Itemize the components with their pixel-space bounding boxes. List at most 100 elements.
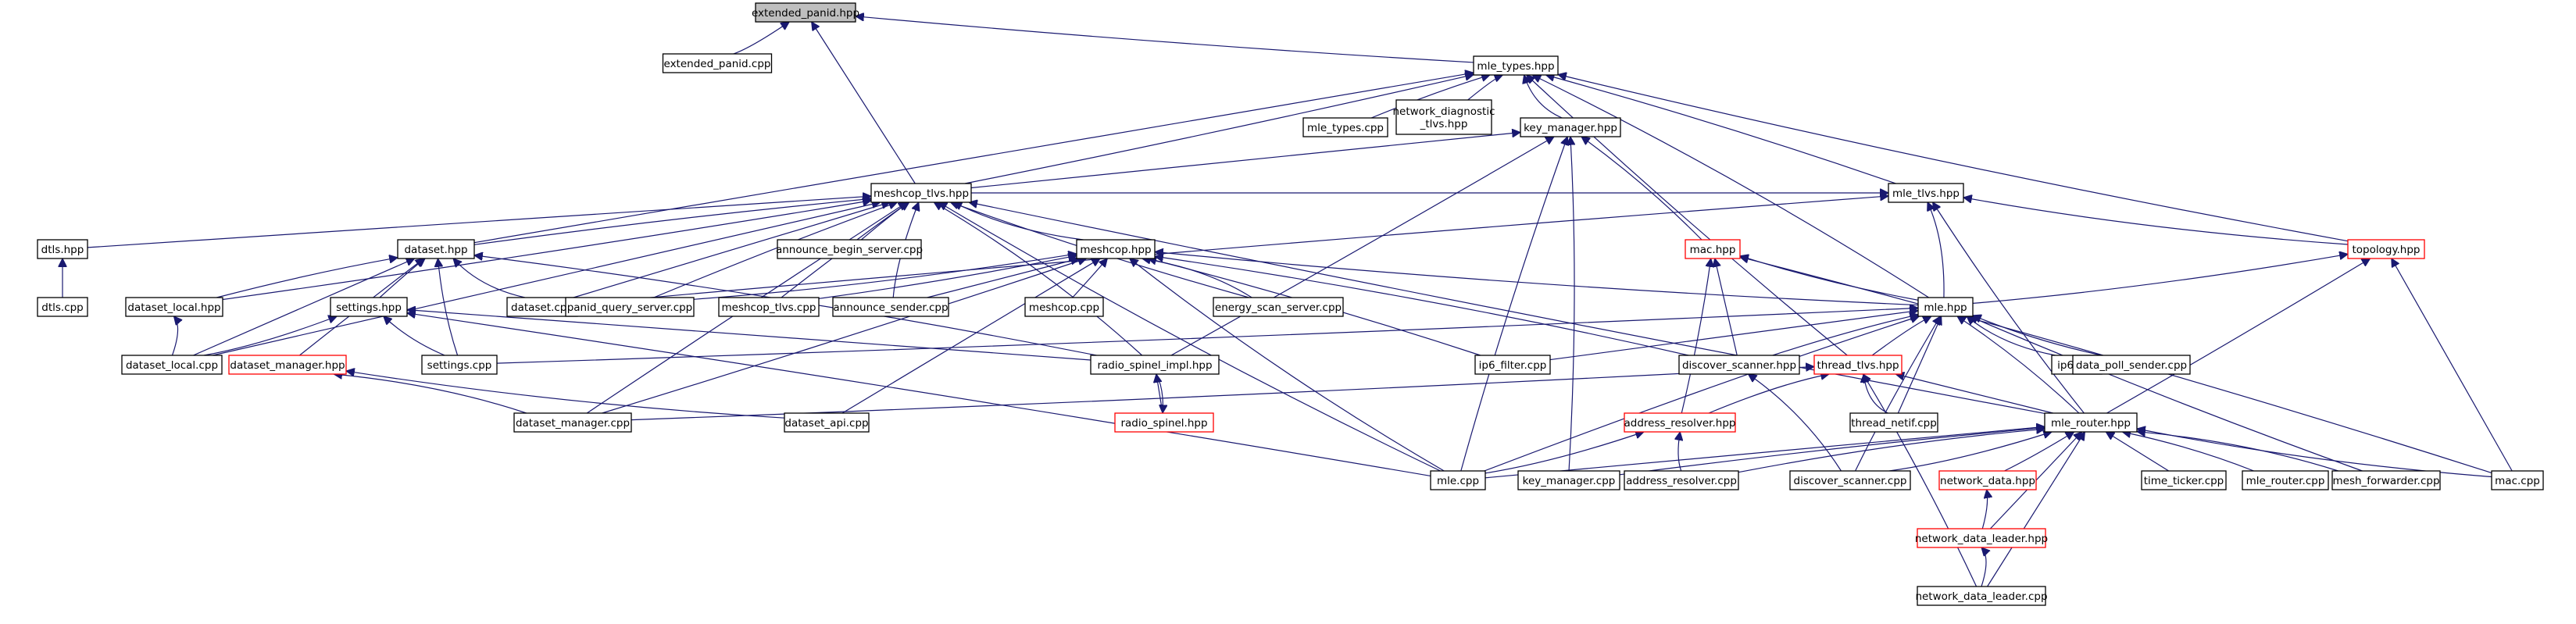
node-address-resolver-hpp[interactable]: address_resolver.hpp — [1624, 412, 1736, 433]
node-label: dtls.hpp — [41, 244, 84, 256]
node-mle-cpp[interactable]: mle.cpp — [1430, 470, 1486, 490]
node-dataset-manager-cpp[interactable]: dataset_manager.cpp — [513, 412, 632, 433]
edge-mle-cpp-includes-meshcop-tlvs-hpp — [938, 202, 1441, 472]
edge-discover-scanner-hpp-includes-mac-hpp — [1715, 259, 1738, 356]
node-extended-panid-hpp[interactable]: extended_panid.hpp — [752, 2, 859, 23]
node-label: meshcop_tlvs.hpp — [874, 187, 969, 200]
node-thread-netif-cpp[interactable]: thread_netif.cpp — [1849, 412, 1938, 433]
node-box — [1888, 183, 1964, 203]
node-meshcop-tlvs-cpp[interactable]: meshcop_tlvs.cpp — [718, 297, 820, 317]
edge-meshcop-tlvs-hpp-includes-mle-types-hpp — [964, 75, 1474, 184]
node-network-data-leader-hpp[interactable]: network_data_leader.hpp — [1915, 528, 2048, 548]
node-discover-scanner-hpp[interactable]: discover_scanner.hpp — [1678, 355, 1800, 375]
edge-discover-scanner-cpp-includes-discover-scanner-hpp — [1749, 374, 1842, 472]
node-discover-scanner-cpp[interactable]: discover_scanner.cpp — [1789, 470, 1911, 490]
node-ip6-filter-cpp[interactable]: ip6_filter.cpp — [1474, 355, 1551, 375]
edge-mle-tlvs-hpp-includes-mle-types-hpp — [1546, 75, 1896, 184]
edge-mle-cpp-includes-mle-hpp — [1484, 316, 1920, 472]
node-data-poll-sender-cpp[interactable]: data_poll_sender.cpp — [2072, 355, 2191, 375]
node-label: dataset.cpp — [511, 301, 573, 314]
edge-mle-cpp-includes-mle-router-hpp — [1485, 426, 2045, 479]
node-dtls-hpp[interactable]: dtls.hpp — [37, 239, 88, 259]
node-box — [1917, 297, 1974, 317]
edge-address-resolver-cpp-includes-address-resolver-hpp — [1678, 432, 1681, 472]
node-time-ticker-cpp[interactable]: time_ticker.cpp — [2141, 470, 2227, 490]
node-address-resolver-cpp[interactable]: address_resolver.cpp — [1624, 470, 1739, 490]
node-box — [2331, 470, 2441, 490]
edge-mle-hpp-includes-topology-hpp — [1972, 254, 2348, 305]
node-box — [2491, 470, 2544, 490]
node-extended-panid-cpp[interactable]: extended_panid.cpp — [662, 53, 773, 73]
node-network-diagnostic-tlvs-hpp[interactable]: network_diagnostic_tlvs.hpp — [1392, 99, 1495, 135]
node-mac-cpp[interactable]: mac.cpp — [2491, 470, 2544, 490]
node-label: mac.cpp — [2495, 475, 2540, 487]
node-thread-tlvs-hpp[interactable]: thread_tlvs.hpp — [1813, 355, 1903, 375]
node-meshcop-cpp[interactable]: meshcop.cpp — [1024, 297, 1104, 317]
edge-dataset-local-cpp-includes-dataset-local-hpp — [171, 316, 177, 356]
node-label: _tlvs.hpp — [1420, 118, 1468, 130]
node-box — [1076, 239, 1156, 259]
edge-mac-cpp-includes-mle-router-hpp — [2137, 429, 2492, 478]
node-key-manager-cpp[interactable]: key_manager.cpp — [1517, 470, 1620, 490]
node-meshcop-tlvs-hpp[interactable]: meshcop_tlvs.hpp — [870, 183, 972, 203]
node-radio-spinel-impl-hpp[interactable]: radio_spinel_impl.hpp — [1090, 355, 1220, 375]
edge-mle-router-hpp-includes-meshcop-tlvs-hpp — [969, 202, 2045, 415]
node-network-data-hpp[interactable]: network_data.hpp — [1938, 470, 2037, 490]
edge-announce-begin-server-cpp-includes-meshcop-tlvs-hpp — [860, 202, 909, 241]
node-dataset-api-cpp[interactable]: dataset_api.cpp — [784, 412, 870, 433]
edge-dataset-local-cpp-includes-dataset-hpp — [193, 259, 414, 356]
node-mac-hpp[interactable]: mac.hpp — [1685, 239, 1741, 259]
node-dataset-manager-hpp[interactable]: dataset_manager.hpp — [228, 355, 347, 375]
node-announce-begin-server-cpp[interactable]: announce_begin_server.cpp — [776, 239, 923, 259]
node-box — [330, 297, 408, 317]
node-label: dataset_manager.hpp — [230, 359, 345, 372]
node-label: dataset_manager.cpp — [516, 417, 630, 430]
node-mle-router-cpp[interactable]: mle_router.cpp — [2242, 470, 2329, 490]
node-box — [662, 53, 773, 73]
node-mle-hpp[interactable]: mle.hpp — [1917, 297, 1974, 317]
node-dtls-cpp[interactable]: dtls.cpp — [37, 297, 88, 317]
edge-dataset-api-cpp-includes-dataset-manager-hpp — [346, 371, 785, 419]
node-radio-spinel-hpp[interactable]: radio_spinel.hpp — [1114, 412, 1214, 433]
node-dataset-hpp[interactable]: dataset.hpp — [397, 239, 475, 259]
node-dataset-local-hpp[interactable]: dataset_local.hpp — [125, 297, 223, 317]
node-panid-query-server-cpp[interactable]: panid_query_server.cpp — [565, 297, 695, 317]
node-box — [2242, 470, 2329, 490]
node-box — [1917, 586, 2046, 606]
edge-network-data-leader-cpp-includes-network-data-leader-hpp — [1981, 547, 1986, 587]
node-energy-scan-server-cpp[interactable]: energy_scan_server.cpp — [1213, 297, 1344, 317]
node-box — [1024, 297, 1104, 317]
node-mle-router-hpp[interactable]: mle_router.hpp — [2044, 412, 2138, 433]
node-box — [832, 297, 949, 317]
node-label: mac.hpp — [1690, 244, 1736, 256]
node-mle-tlvs-hpp[interactable]: mle_tlvs.hpp — [1888, 183, 1964, 203]
node-box — [121, 355, 223, 375]
node-announce-sender-cpp[interactable]: announce_sender.cpp — [832, 297, 949, 317]
edge-discover-scanner-cpp-includes-mle-router-hpp — [1888, 432, 2052, 472]
edge-network-data-leader-cpp-includes-thread-tlvs-hpp — [1863, 374, 1978, 587]
node-mle-types-hpp[interactable]: mle_types.hpp — [1473, 55, 1559, 76]
edge-key-manager-cpp-includes-mle-router-hpp — [1619, 428, 2045, 476]
edge-discover-scanner-hpp-includes-mle-hpp — [1772, 315, 1918, 356]
edge-mle-router-hpp-includes-mle-hpp — [1957, 316, 2080, 414]
edge-mle-router-hpp-includes-topology-hpp — [2106, 259, 2370, 414]
node-mle-types-cpp[interactable]: mle_types.cpp — [1302, 117, 1388, 137]
edge-discover-scanner-hpp-includes-meshcop-hpp — [1155, 256, 1689, 356]
edge-mle-types-hpp-includes-extended-panid-hpp — [856, 16, 1474, 63]
node-key-manager-hpp[interactable]: key_manager.hpp — [1520, 117, 1621, 137]
node-box — [2072, 355, 2191, 375]
node-mesh-forwarder-cpp[interactable]: mesh_forwarder.cpp — [2331, 470, 2441, 490]
edge-dataset-local-cpp-includes-meshcop-tlvs-hpp — [213, 202, 880, 356]
node-network-data-leader-cpp[interactable]: network_data_leader.cpp — [1915, 586, 2048, 606]
node-meshcop-hpp[interactable]: meshcop.hpp — [1076, 239, 1156, 259]
node-dataset-local-cpp[interactable]: dataset_local.cpp — [121, 355, 223, 375]
node-topology-hpp[interactable]: topology.hpp — [2347, 239, 2425, 259]
node-label: announce_sender.cpp — [833, 301, 948, 314]
node-settings-hpp[interactable]: settings.hpp — [330, 297, 408, 317]
node-label: radio_spinel.hpp — [1120, 417, 1207, 430]
node-settings-cpp[interactable]: settings.cpp — [421, 355, 498, 375]
node-label: dataset.hpp — [404, 244, 467, 256]
node-box — [1114, 412, 1214, 433]
node-label: mle_tlvs.hpp — [1892, 187, 1960, 200]
